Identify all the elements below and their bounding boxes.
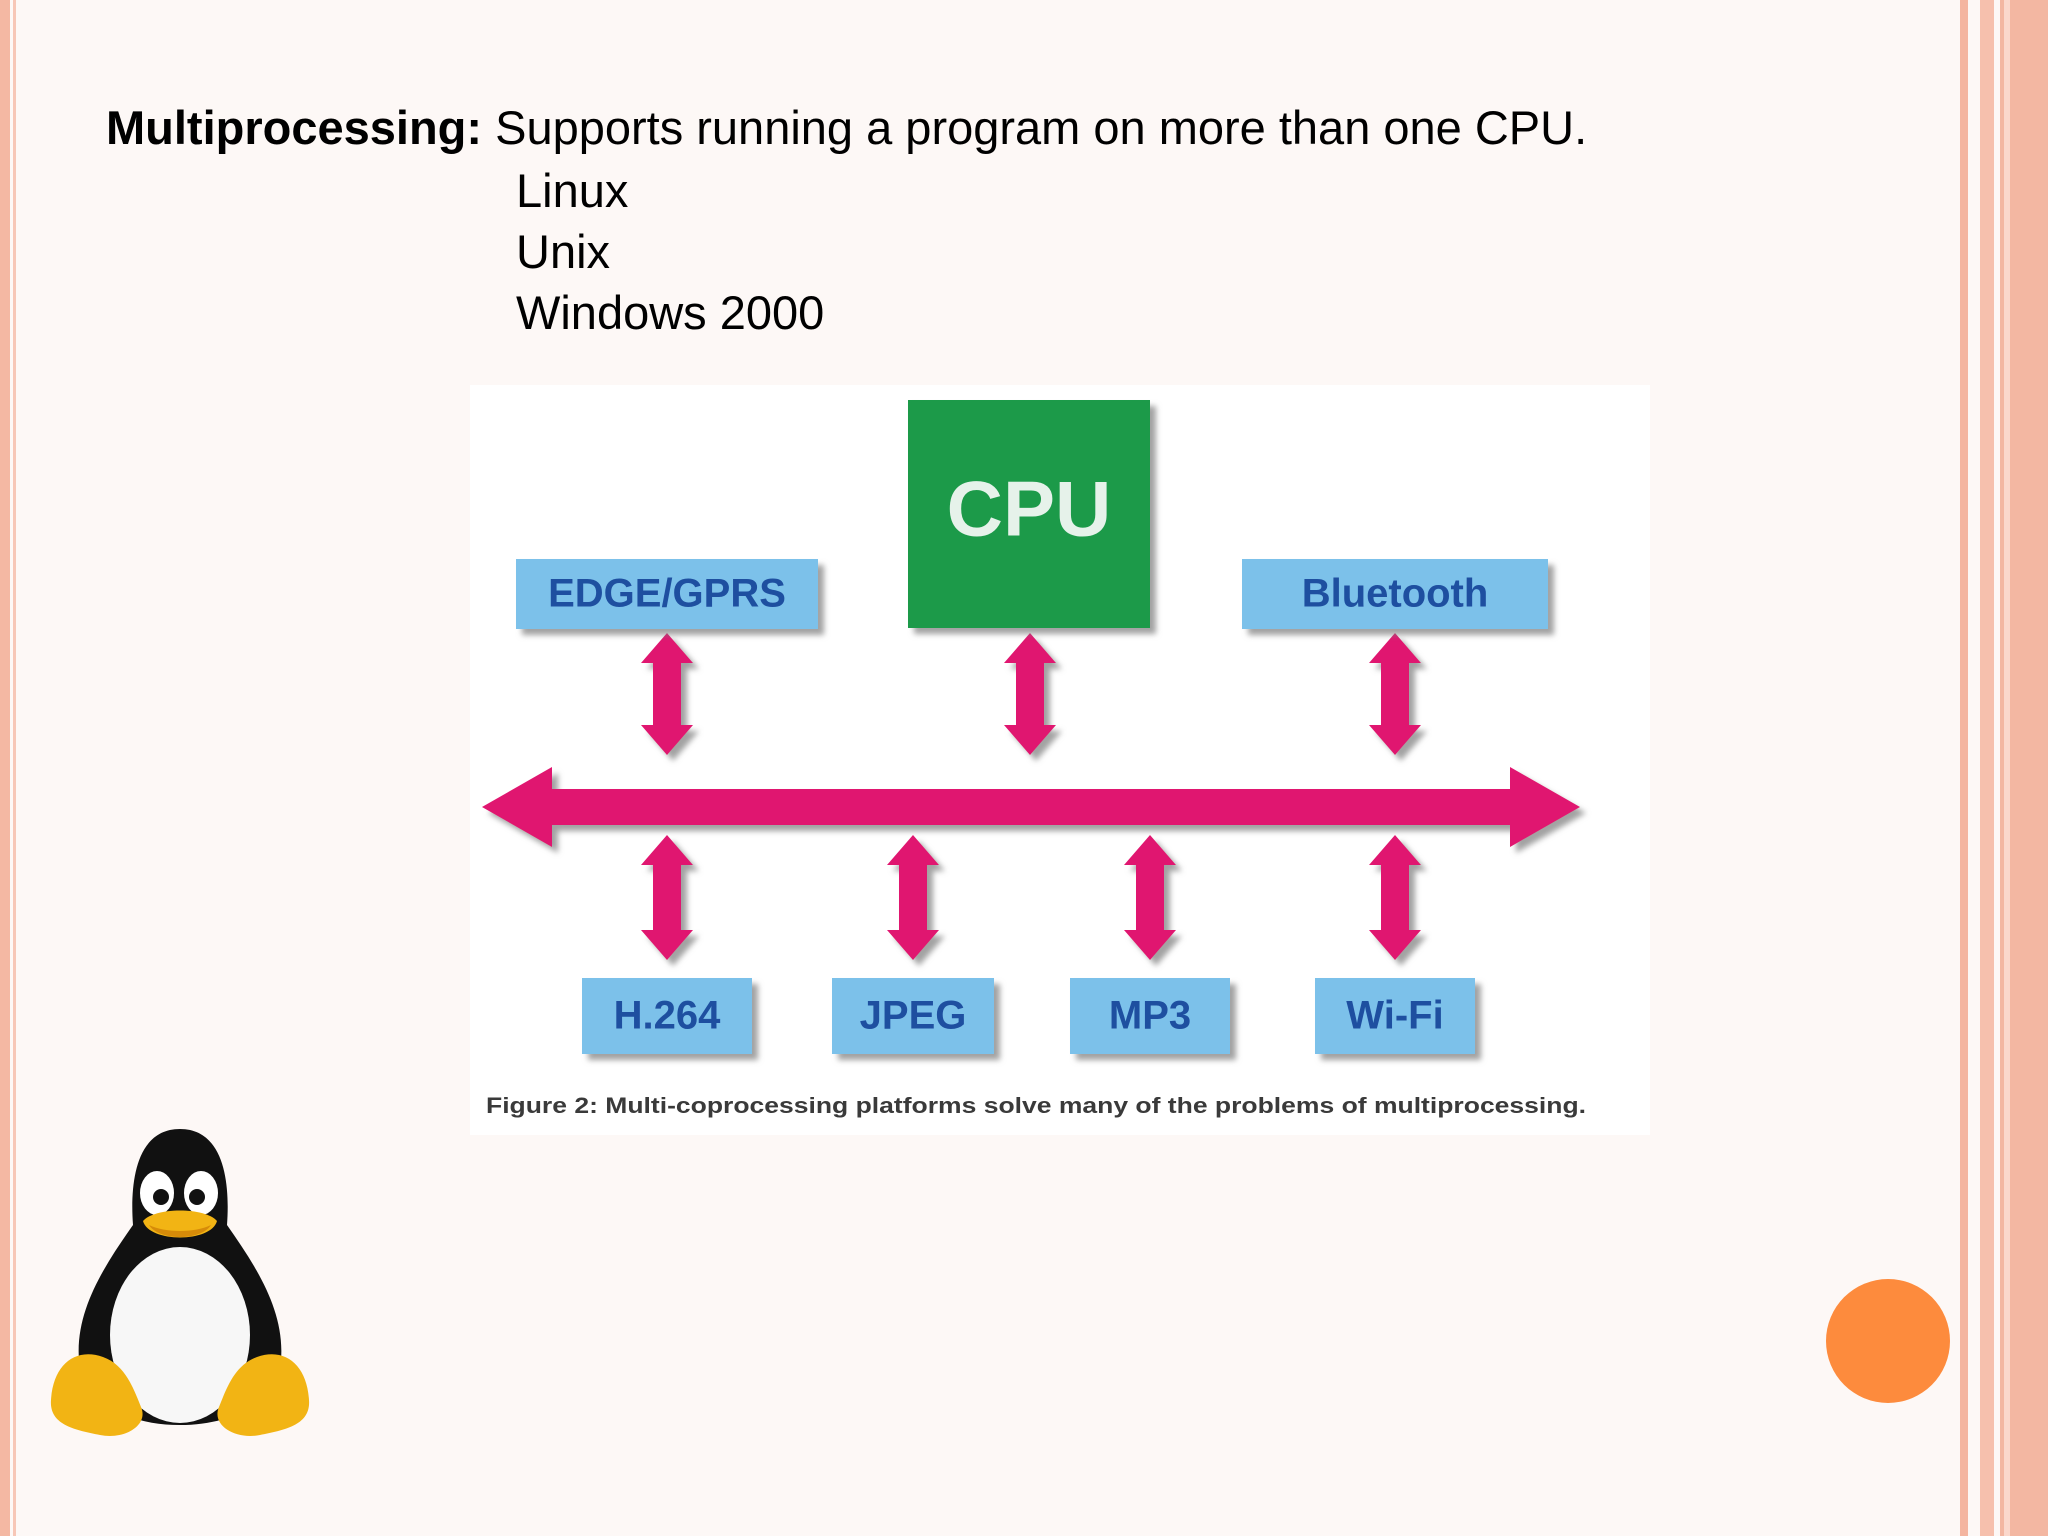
right-border-stripe — [1960, 0, 1968, 1536]
os-item-windows: Windows 2000 — [516, 286, 825, 339]
h264-block — [582, 978, 752, 1054]
bluetooth-connector-arrow — [1369, 633, 1421, 755]
bluetooth-label: Bluetooth — [1302, 572, 1489, 616]
left-border-line — [13, 0, 16, 1536]
edge-gprs-connector-arrow — [641, 633, 693, 755]
mp3-label: MP3 — [1109, 994, 1191, 1038]
cpu-label: CPU — [947, 465, 1112, 553]
left-border-stripe — [0, 0, 10, 1536]
cpu-block — [908, 400, 1150, 628]
edge-gprs-label: EDGE/GPRS — [548, 572, 786, 616]
figure-caption: Figure 2: Multi-coprocessing platforms s… — [486, 1093, 1586, 1118]
jpeg-connector-arrow — [887, 835, 939, 960]
heading-term: Multiprocessing: — [106, 101, 483, 154]
right-border-line — [2004, 0, 2010, 1536]
mp3-connector-arrow — [1124, 835, 1176, 960]
os-item-linux: Linux — [516, 164, 629, 217]
h264-connector-arrow — [641, 835, 693, 960]
linux-tux-penguin-icon — [45, 1125, 315, 1450]
cpu-connector-arrow — [1004, 633, 1056, 755]
h264-label: H.264 — [614, 994, 721, 1038]
wifi-label: Wi-Fi — [1346, 994, 1443, 1038]
jpeg-block — [832, 978, 994, 1054]
wifi-connector-arrow — [1369, 835, 1421, 960]
jpeg-label: JPEG — [860, 994, 967, 1038]
wifi-block — [1315, 978, 1475, 1054]
slide-heading: Multiprocessing: Supports running a prog… — [106, 98, 1587, 158]
multiprocessing-diagram: CPU EDGE/GPRS Bluetooth H.264 JPEG MP3 W… — [470, 385, 1650, 1135]
edge-gprs-block — [516, 559, 818, 629]
mp3-block — [1070, 978, 1230, 1054]
os-list: Linux Unix Windows 2000 — [516, 160, 824, 343]
right-border-stripe — [1980, 0, 1994, 1536]
orange-circle-icon — [1826, 1279, 1950, 1403]
system-bus-arrow — [482, 767, 1580, 847]
heading-definition: Supports running a program on more than … — [482, 101, 1588, 154]
os-item-unix: Unix — [516, 225, 611, 278]
bluetooth-block — [1242, 559, 1548, 629]
